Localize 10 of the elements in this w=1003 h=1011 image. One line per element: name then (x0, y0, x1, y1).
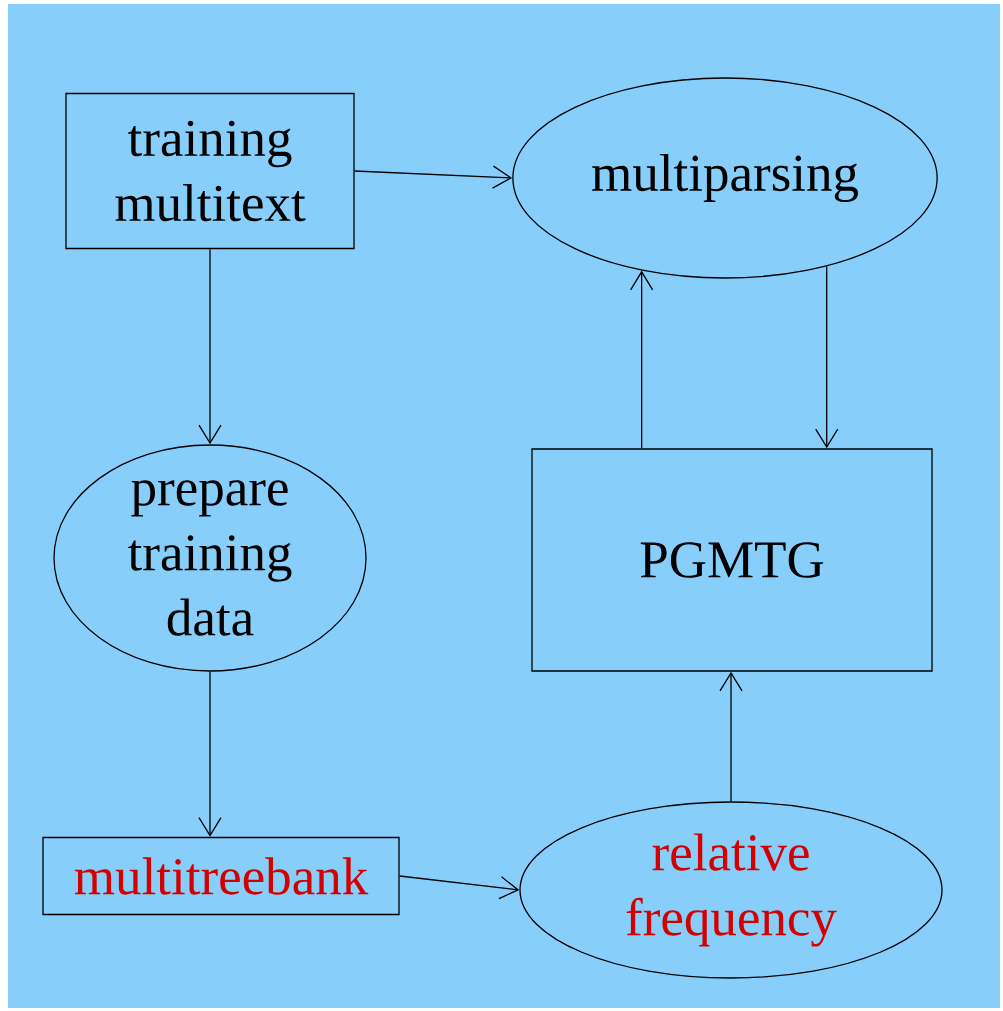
arrow (719, 671, 743, 802)
data-box: multitreebank (42, 836, 400, 916)
process-box: training multitext (65, 92, 355, 250)
arrow (815, 265, 839, 449)
arrow (198, 248, 222, 445)
arrow (354, 165, 513, 189)
arrow (630, 270, 654, 449)
process-box: PGMTG (531, 448, 933, 672)
arrow (198, 671, 222, 837)
arrow (399, 875, 520, 900)
